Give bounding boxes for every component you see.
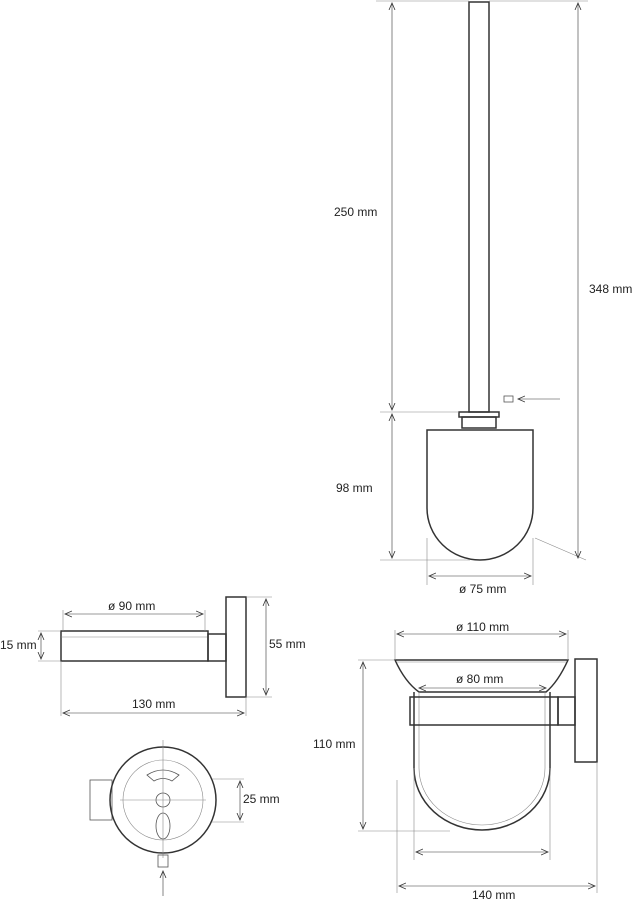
dim-label-110-width: ø 110 mm: [456, 620, 509, 634]
dimension-bracket-projection: 130 mm: [63, 697, 244, 713]
dimension-rim-diameter: ø 110 mm: [397, 620, 566, 634]
set-screw-icon: [503, 395, 514, 403]
dim-label-55: 55 mm: [269, 637, 306, 651]
dim-label-75: ø 75 mm: [459, 582, 506, 596]
dim-label-25: 25 mm: [243, 792, 280, 806]
dim-label-140: 140 mm: [472, 888, 515, 901]
bracket-side-view: [60, 596, 247, 698]
dimension-bracket-diameter: ø 90 mm: [65, 599, 203, 614]
dim-label-348: 348 mm: [589, 282, 632, 296]
dimension-holder-height: 110 mm: [313, 662, 363, 829]
dim-label-80: ø 80 mm: [456, 672, 503, 686]
dim-label-130: 130 mm: [132, 697, 175, 711]
dimension-cup-height: 98 mm: [336, 414, 392, 558]
dimension-base-height: 25 mm: [240, 781, 280, 820]
dimension-plate-height: 55 mm: [266, 599, 306, 695]
holder-section-view: [393, 658, 598, 831]
keyhole-slot-icon: [146, 769, 180, 782]
dim-label-250: 250 mm: [334, 205, 377, 219]
dimension-total-height: 348 mm: [578, 3, 632, 558]
wall-plate-front-view: [89, 740, 217, 896]
dim-label-15: 15 mm: [0, 638, 37, 652]
dimension-bracket-thickness: 15 mm: [0, 633, 41, 659]
dim-label-110-height: 110 mm: [313, 737, 355, 751]
dimension-cup-diameter: ø 75 mm: [429, 576, 531, 596]
dim-label-90: ø 90 mm: [108, 599, 155, 613]
dimension-inner-diameter: ø 80 mm: [419, 672, 546, 688]
fixing-screw-icon: [157, 854, 169, 868]
dimension-holder-projection: 140 mm: [399, 886, 595, 901]
dim-label-98: 98 mm: [336, 481, 373, 495]
dimension-brush-length: 250 mm: [334, 3, 392, 410]
brush-front-view: [426, 1, 560, 561]
